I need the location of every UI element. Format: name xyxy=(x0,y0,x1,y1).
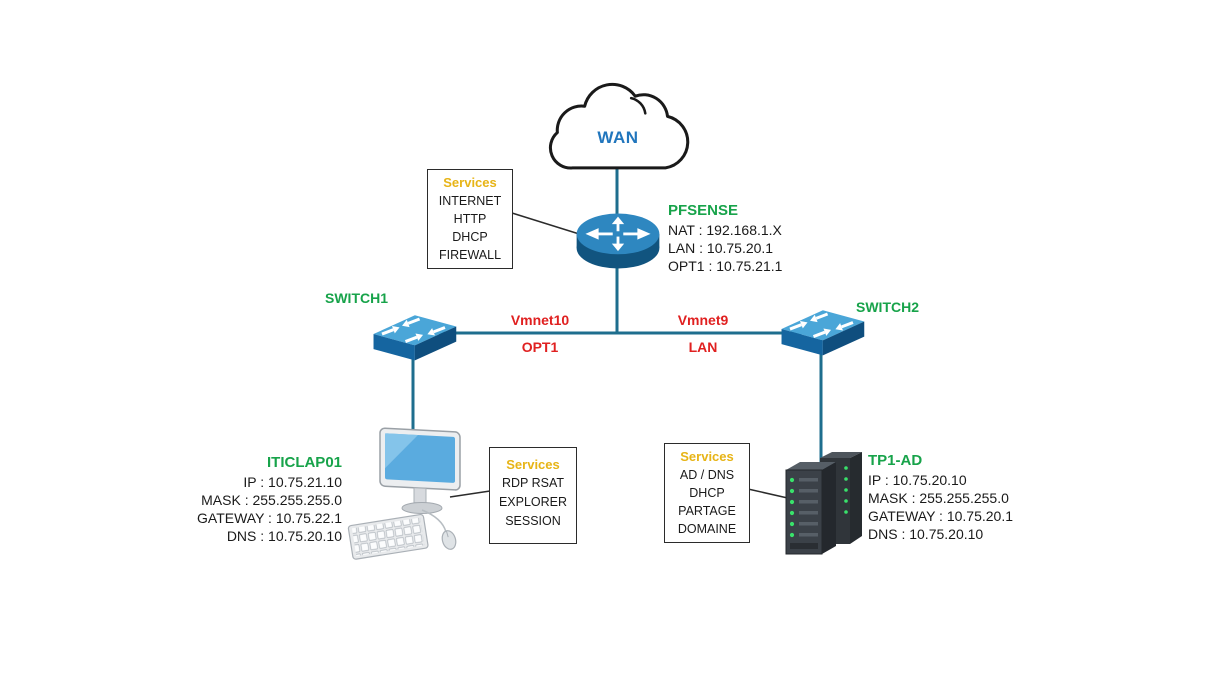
workstation-detail-dns: DNS : 10.75.20.10 xyxy=(226,528,342,544)
callout-server-services xyxy=(747,488,793,500)
workstation-detail-gateway: GATEWAY : 10.75.22.1 xyxy=(197,510,342,526)
services-title: Services xyxy=(680,449,734,464)
cloud-icon xyxy=(548,82,690,170)
callout-workstation-services xyxy=(449,490,491,498)
link-vmnet10-label: Vmnet10 xyxy=(510,312,570,328)
workstation-info-block: ITICLAP01 IP : 10.75.21.10 MASK : 255.25… xyxy=(158,454,342,545)
workstation-detail-ip: IP : 10.75.21.10 xyxy=(243,474,342,490)
router-detail-lan: LAN : 10.75.20.1 xyxy=(668,240,774,256)
server-detail-gateway: GATEWAY : 10.75.20.1 xyxy=(868,508,1013,524)
workstation-services-box: Services RDP RSAT EXPLORER SESSION xyxy=(489,447,577,544)
router-services-box: Services INTERNET HTTP DHCP FIREWALL xyxy=(427,169,513,269)
switch-icon xyxy=(781,310,865,356)
service-item: FIREWALL xyxy=(438,248,502,262)
services-title: Services xyxy=(506,457,560,472)
workstation-device xyxy=(346,426,470,562)
service-item: AD / DNS xyxy=(679,468,735,482)
services-title: Services xyxy=(443,175,497,190)
service-item: INTERNET xyxy=(438,194,502,208)
router-name: PFSENSE xyxy=(668,202,739,219)
service-item: PARTAGE xyxy=(678,504,736,518)
service-item: RDP RSAT xyxy=(501,476,565,490)
server-services-box: Services AD / DNS DHCP PARTAGE DOMAINE xyxy=(664,443,750,543)
service-item: EXPLORER xyxy=(498,495,568,509)
wan-label: WAN xyxy=(597,128,639,147)
service-item: DHCP xyxy=(689,486,725,500)
service-item: DOMAINE xyxy=(677,522,737,536)
switch-icon xyxy=(373,315,457,361)
workstation-name: ITICLAP01 xyxy=(266,454,342,471)
server-detail-mask: MASK : 255.255.255.0 xyxy=(868,490,1009,506)
server-device xyxy=(780,450,864,562)
router-icon xyxy=(576,213,660,269)
link-lan-label: LAN xyxy=(688,339,718,355)
router-pfsense xyxy=(574,210,662,272)
server-detail-ip: IP : 10.75.20.10 xyxy=(868,472,967,488)
service-item: HTTP xyxy=(453,212,487,226)
router-detail-nat: NAT : 192.168.1.X xyxy=(668,222,782,238)
service-item: DHCP xyxy=(452,230,488,244)
server-icon xyxy=(785,452,862,555)
router-info-block: PFSENSE NAT : 192.168.1.X LAN : 10.75.20… xyxy=(668,202,878,275)
router-detail-opt1: OPT1 : 10.75.21.1 xyxy=(668,258,783,274)
switch2-device xyxy=(774,300,868,360)
switch1-label: SWITCH1 xyxy=(325,290,388,306)
service-item: SESSION xyxy=(505,514,561,528)
server-info-block: TP1-AD IP : 10.75.20.10 MASK : 255.255.2… xyxy=(868,452,1068,543)
computer-icon xyxy=(347,427,461,560)
wan-cloud: WAN xyxy=(542,82,694,178)
switch1-device xyxy=(366,305,460,365)
link-opt1-label: OPT1 xyxy=(521,339,559,355)
workstation-detail-mask: MASK : 255.255.255.0 xyxy=(201,492,342,508)
switch2-label: SWITCH2 xyxy=(856,299,919,315)
link-vmnet9-label: Vmnet9 xyxy=(677,312,729,328)
server-detail-dns: DNS : 10.75.20.10 xyxy=(868,526,984,542)
server-name: TP1-AD xyxy=(868,452,923,469)
